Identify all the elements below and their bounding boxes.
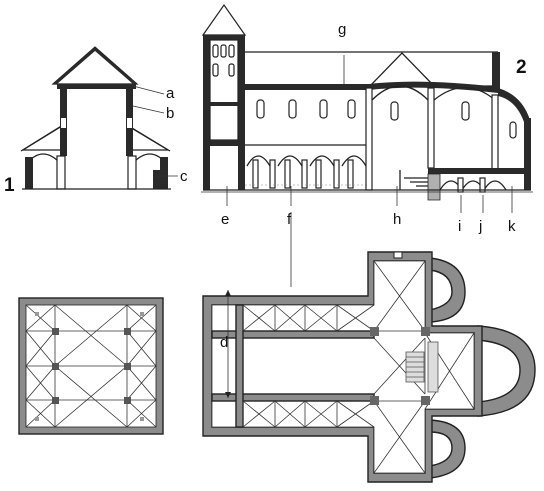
label-d: d [220, 334, 228, 351]
main-plan [202, 251, 536, 483]
figure-number-1: 1 [4, 175, 15, 196]
label-i: i [458, 218, 461, 235]
label-a: a [166, 85, 175, 102]
label-j: j [478, 218, 482, 235]
label-e: e [221, 211, 229, 228]
label-b: b [166, 105, 174, 122]
label-k: k [508, 218, 516, 235]
labels: 1 2 a b c d e f g h i j k [4, 21, 527, 351]
longitudinal-section [201, 3, 533, 287]
label-g: g [338, 21, 346, 38]
small-plan [18, 297, 164, 435]
figure-number-2: 2 [516, 57, 527, 78]
label-c: c [180, 168, 188, 185]
label-h: h [393, 211, 401, 228]
cross-section [20, 46, 178, 190]
label-f: f [287, 211, 292, 228]
